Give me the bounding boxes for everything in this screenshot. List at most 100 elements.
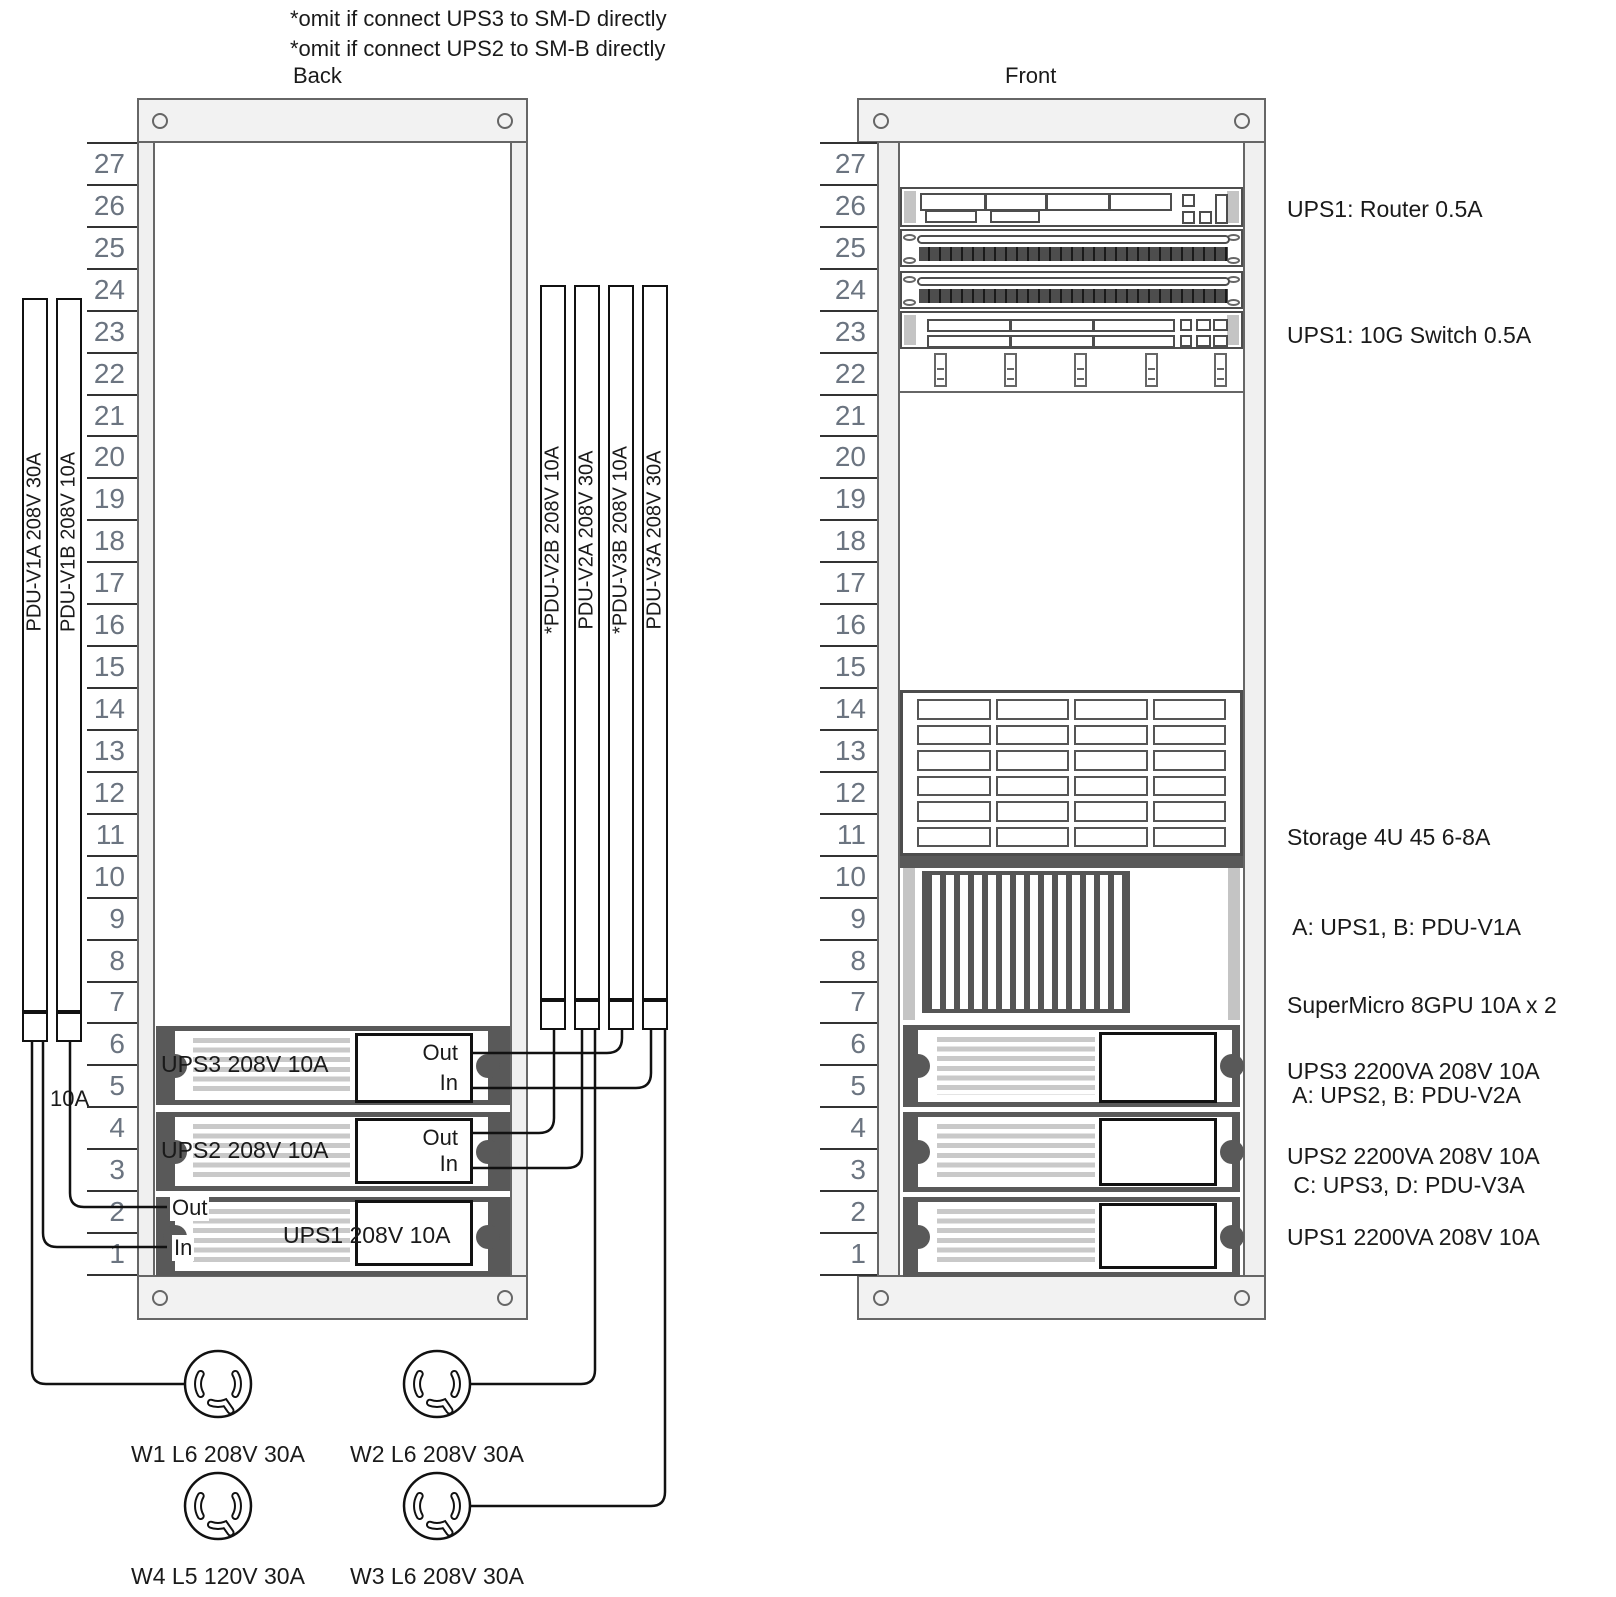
rack-unit-tick [820, 561, 877, 564]
front-ups2-display-box [1099, 1118, 1217, 1186]
rack-unit-number: 17 [834, 567, 866, 599]
rack-unit-tick [87, 142, 137, 144]
rack-unit-tick [87, 1190, 137, 1193]
drive-tray [917, 775, 991, 796]
drive-tray [917, 801, 991, 822]
rack-unit-number: 27 [93, 147, 125, 179]
rack-unit-tick [820, 1022, 877, 1025]
rack-unit-tick [87, 938, 137, 941]
router-module [925, 210, 977, 223]
router-port [1199, 211, 1212, 224]
rack-unit-number: 5 [850, 1070, 866, 1102]
annotation-storage: Storage 4U 45 6-8A A: UPS1, B: PDU-V1A [1287, 762, 1521, 1002]
back-ups2-label: UPS2 208V 10A [161, 1137, 329, 1163]
rack-unit-tick [820, 938, 877, 941]
rack-unit-number: 9 [850, 902, 866, 934]
front-storage-4u [900, 690, 1243, 856]
rack-unit-number: 14 [834, 693, 866, 724]
cable-hook [934, 353, 947, 387]
pdu-v3b-label: *PDU-V3B 208V 10A [609, 446, 632, 634]
outlet-w4-label: W4 L5 120V 30A [131, 1563, 305, 1589]
rack-unit-tick [820, 225, 877, 228]
drive-tray [917, 724, 991, 745]
drive-tray [1074, 801, 1148, 822]
patch-ports [919, 247, 1228, 261]
rack-unit-tick [87, 267, 137, 270]
drive-tray [1152, 826, 1226, 847]
back-ups3-outin-box: Out In [355, 1033, 473, 1103]
rack-unit-number: 16 [834, 609, 866, 641]
rack-unit-number: 11 [95, 818, 125, 850]
router-module [1109, 193, 1172, 211]
in-port-label: In [439, 1070, 458, 1095]
pdu-v2a-bar [574, 285, 600, 1000]
rack-unit-tick [820, 1064, 877, 1067]
rack-unit-number: 7 [109, 986, 125, 1018]
mount-bump-icon [476, 1224, 500, 1249]
rack-unit-number: 12 [93, 776, 125, 808]
rack-unit-number: 21 [834, 399, 866, 431]
rack-unit-tick [820, 980, 877, 983]
mount-bump-icon [1220, 1140, 1244, 1164]
drive-tray [1074, 699, 1148, 720]
rack-unit-tick [820, 142, 877, 144]
switch-port [1213, 319, 1228, 331]
rack-unit-tick [820, 854, 877, 857]
rack-unit-tick [820, 309, 877, 312]
rack-unit-number: 24 [834, 273, 866, 305]
drive-tray [995, 699, 1069, 720]
mount-bump-icon [476, 1139, 500, 1164]
outlet-w3-icon [404, 1473, 470, 1539]
rack-unit-tick [87, 603, 137, 606]
screw-icon [152, 1289, 168, 1306]
screw-slot-icon [903, 299, 916, 306]
switch-port-group [1093, 319, 1175, 332]
rack-unit-tick [820, 603, 877, 606]
rack-unit-tick [87, 770, 137, 773]
rack-unit-tick [87, 309, 137, 312]
screw-slot-icon [903, 276, 916, 283]
back-rack-bottom-bar [137, 1275, 528, 1320]
rack-unit-number: 9 [109, 902, 125, 934]
rack-unit-number: 26 [93, 189, 125, 221]
rack-unit-tick [820, 1148, 877, 1151]
rack-unit-tick [87, 183, 137, 186]
router-port [1182, 194, 1195, 207]
drive-tray [1152, 750, 1226, 771]
drive-tray [1074, 750, 1148, 771]
front-ups3-display-box [1099, 1032, 1217, 1103]
front-patch-panel-2 [900, 271, 1243, 309]
rack-unit-number: 1 [109, 1238, 125, 1270]
drive-tray [1152, 724, 1226, 745]
drive-tray [1074, 826, 1148, 847]
rack-unit-tick [87, 351, 137, 354]
rack-unit-number: 7 [850, 986, 866, 1018]
rack-unit-tick [87, 1232, 137, 1235]
rack-unit-tick [820, 687, 877, 690]
screw-icon [873, 112, 889, 129]
front-ups1-display-box [1099, 1203, 1217, 1269]
rack-unit-number: 20 [93, 441, 125, 473]
cable-hook [1214, 353, 1227, 387]
screw-icon [1234, 112, 1250, 129]
rack-unit-number: 23 [834, 315, 866, 347]
rack-unit-number: 8 [109, 944, 125, 976]
rack-unit-tick [820, 1106, 877, 1109]
rack-unit-tick [87, 980, 137, 983]
rack-ear [904, 191, 916, 223]
rack-unit-number: 25 [93, 231, 125, 263]
screw-icon [497, 112, 513, 129]
back-rack-top-bar [137, 98, 528, 143]
back-ups2-outin-box: Out In [355, 1118, 473, 1184]
vent-stripes [193, 1124, 350, 1179]
rack-unit-tick [87, 854, 137, 857]
rack-unit-tick [820, 1232, 877, 1235]
drive-tray [917, 826, 991, 847]
rack-unit-number: 15 [93, 651, 125, 683]
screw-icon [152, 112, 168, 129]
screw-slot-icon [1227, 257, 1240, 264]
rack-unit-number: 2 [109, 1196, 125, 1228]
mount-bump-icon [906, 1225, 930, 1249]
cable-hook [1074, 353, 1087, 387]
